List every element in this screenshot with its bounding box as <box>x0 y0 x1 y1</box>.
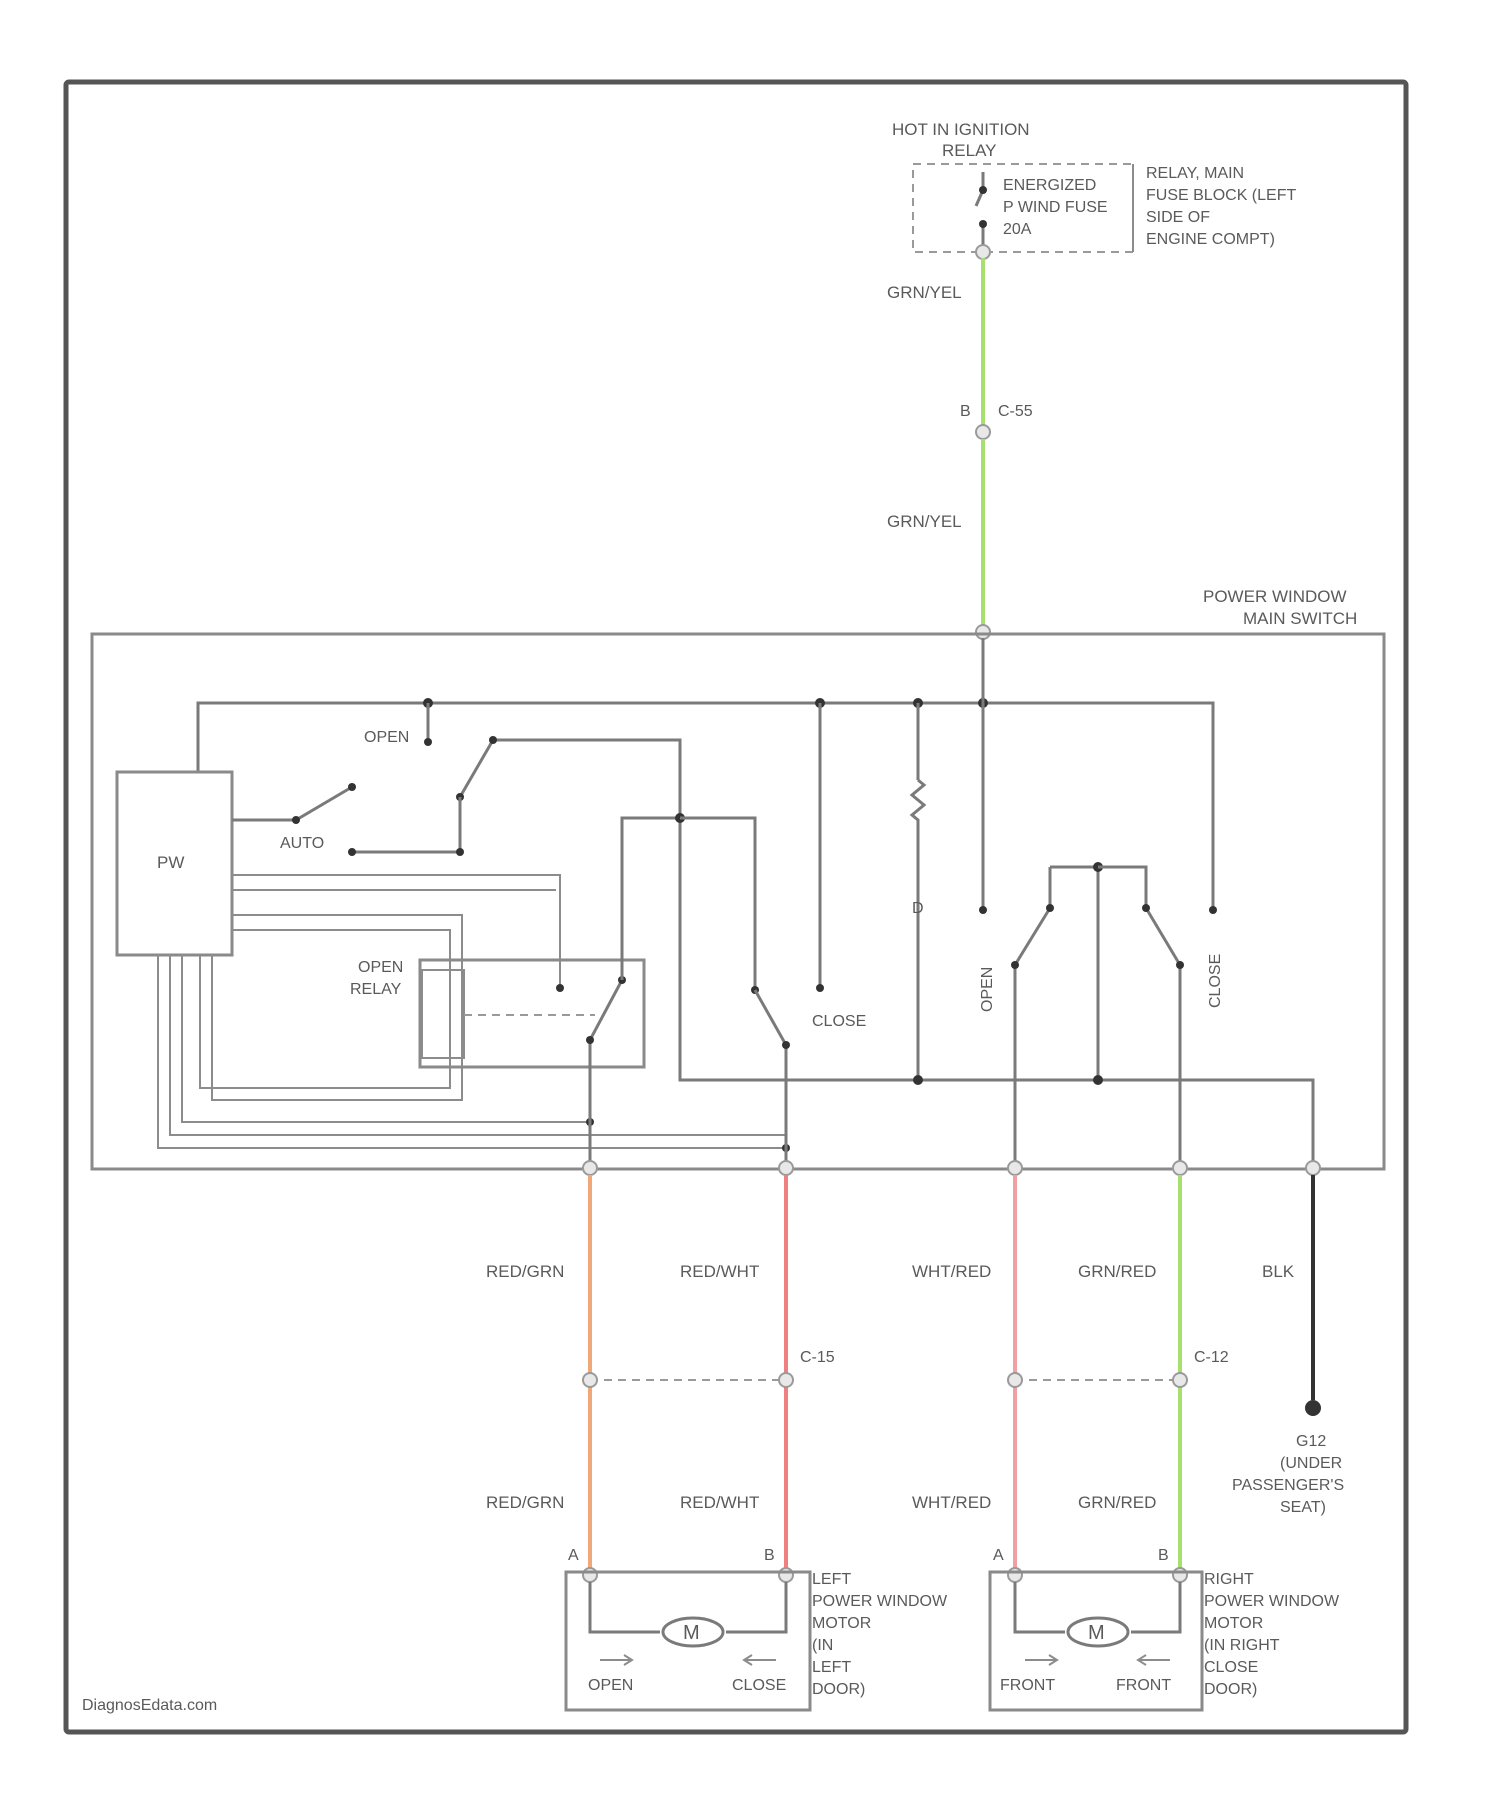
pw-label: PW <box>157 853 184 872</box>
relay-inner-2: P WIND FUSE <box>1003 199 1108 216</box>
right-power-window-motor: A B M FRONT FRONT RIGHT POWER WINDOW MOT… <box>990 1547 1340 1710</box>
switch-title-2: MAIN SWITCH <box>1243 609 1357 628</box>
connector-pin-b: B <box>960 403 971 420</box>
switch-title-1: POWER WINDOW <box>1203 587 1347 606</box>
relay-side-2: FUSE BLOCK (LEFT <box>1146 187 1296 204</box>
left-pin-b: B <box>764 1547 775 1564</box>
relay-side-4: ENGINE COMPT) <box>1146 231 1275 248</box>
left-power-window-motor: A B M OPEN CLOSE LEFT POWER WINDOW MOTOR… <box>566 1547 948 1710</box>
watermark: DiagnosEdata.com <box>82 1697 217 1714</box>
power-window-main-switch: POWER WINDOW MAIN SWITCH PW OPEN AUTO <box>92 587 1384 1175</box>
right-side-3: MOTOR <box>1204 1615 1263 1632</box>
ignition-relay: HOT IN IGNITION RELAY ENERGIZED P WIND F… <box>892 120 1296 259</box>
right-open-label: FRONT <box>1000 1677 1055 1694</box>
left-side-2: POWER WINDOW <box>812 1593 948 1610</box>
left-side-4: (IN <box>812 1637 833 1654</box>
label-red-grn-2: RED/GRN <box>486 1493 564 1512</box>
left-close-label: CLOSE <box>732 1677 786 1694</box>
connector-c12: C-12 <box>1194 1349 1229 1366</box>
label-blk: BLK <box>1262 1262 1295 1281</box>
label-grn-yel-1: GRN/YEL <box>887 283 962 302</box>
auto-label: AUTO <box>280 835 324 852</box>
right-side-6: DOOR) <box>1204 1681 1257 1698</box>
ground-line-1: G12 <box>1296 1433 1326 1450</box>
left-side-3: MOTOR <box>812 1615 871 1632</box>
label-red-wht-1: RED/WHT <box>680 1262 759 1281</box>
relay-title-1: HOT IN IGNITION <box>892 120 1030 139</box>
ground-line-3: PASSENGER'S <box>1232 1477 1344 1494</box>
ground-line-4: SEAT) <box>1280 1499 1326 1516</box>
right-pin-b: B <box>1158 1547 1169 1564</box>
left-side-6: DOOR) <box>812 1681 865 1698</box>
relay-side-3: SIDE OF <box>1146 209 1210 226</box>
left-open-label: OPEN <box>588 1677 633 1694</box>
right-side-5: CLOSE <box>1204 1659 1258 1676</box>
label-grn-red-2: GRN/RED <box>1078 1493 1156 1512</box>
right-side-1: RIGHT <box>1204 1571 1254 1588</box>
right-pin-a: A <box>993 1547 1004 1564</box>
relay-inner-1: ENERGIZED <box>1003 177 1096 194</box>
label-wht-red-1: WHT/RED <box>912 1262 991 1281</box>
label-red-grn-1: RED/GRN <box>486 1262 564 1281</box>
right-side-2: POWER WINDOW <box>1204 1593 1340 1610</box>
relay-inner-3: 20A <box>1003 221 1032 238</box>
label-grn-yel-2: GRN/YEL <box>887 512 962 531</box>
d-label: D <box>912 900 924 917</box>
open-vertical-label: OPEN <box>979 967 996 1012</box>
connector-c55: C-55 <box>998 403 1033 420</box>
relay-side-1: RELAY, MAIN <box>1146 165 1244 182</box>
left-side-5: LEFT <box>812 1659 851 1676</box>
left-side-1: LEFT <box>812 1571 851 1588</box>
open-relay-box <box>420 960 644 1067</box>
connector-c15: C-15 <box>800 1349 835 1366</box>
open-label: OPEN <box>364 729 409 746</box>
close-vertical-label: CLOSE <box>1207 954 1224 1008</box>
open-relay-label-2: RELAY <box>350 981 402 998</box>
relay-title-2: RELAY <box>942 141 997 160</box>
ground-g12: G12 (UNDER PASSENGER'S SEAT) <box>1232 1400 1344 1516</box>
left-pin-a: A <box>568 1547 579 1564</box>
right-side-4: (IN RIGHT <box>1204 1637 1280 1654</box>
ground-line-2: (UNDER <box>1280 1455 1342 1472</box>
label-red-wht-2: RED/WHT <box>680 1493 759 1512</box>
label-grn-red-1: GRN/RED <box>1078 1262 1156 1281</box>
right-m-label: M <box>1088 1622 1105 1644</box>
left-m-label: M <box>683 1622 700 1644</box>
right-close-label: FRONT <box>1116 1677 1171 1694</box>
close-label: CLOSE <box>812 1013 866 1030</box>
diagram-frame <box>66 82 1406 1732</box>
label-wht-red-2: WHT/RED <box>912 1493 991 1512</box>
open-relay-label-1: OPEN <box>358 959 403 976</box>
